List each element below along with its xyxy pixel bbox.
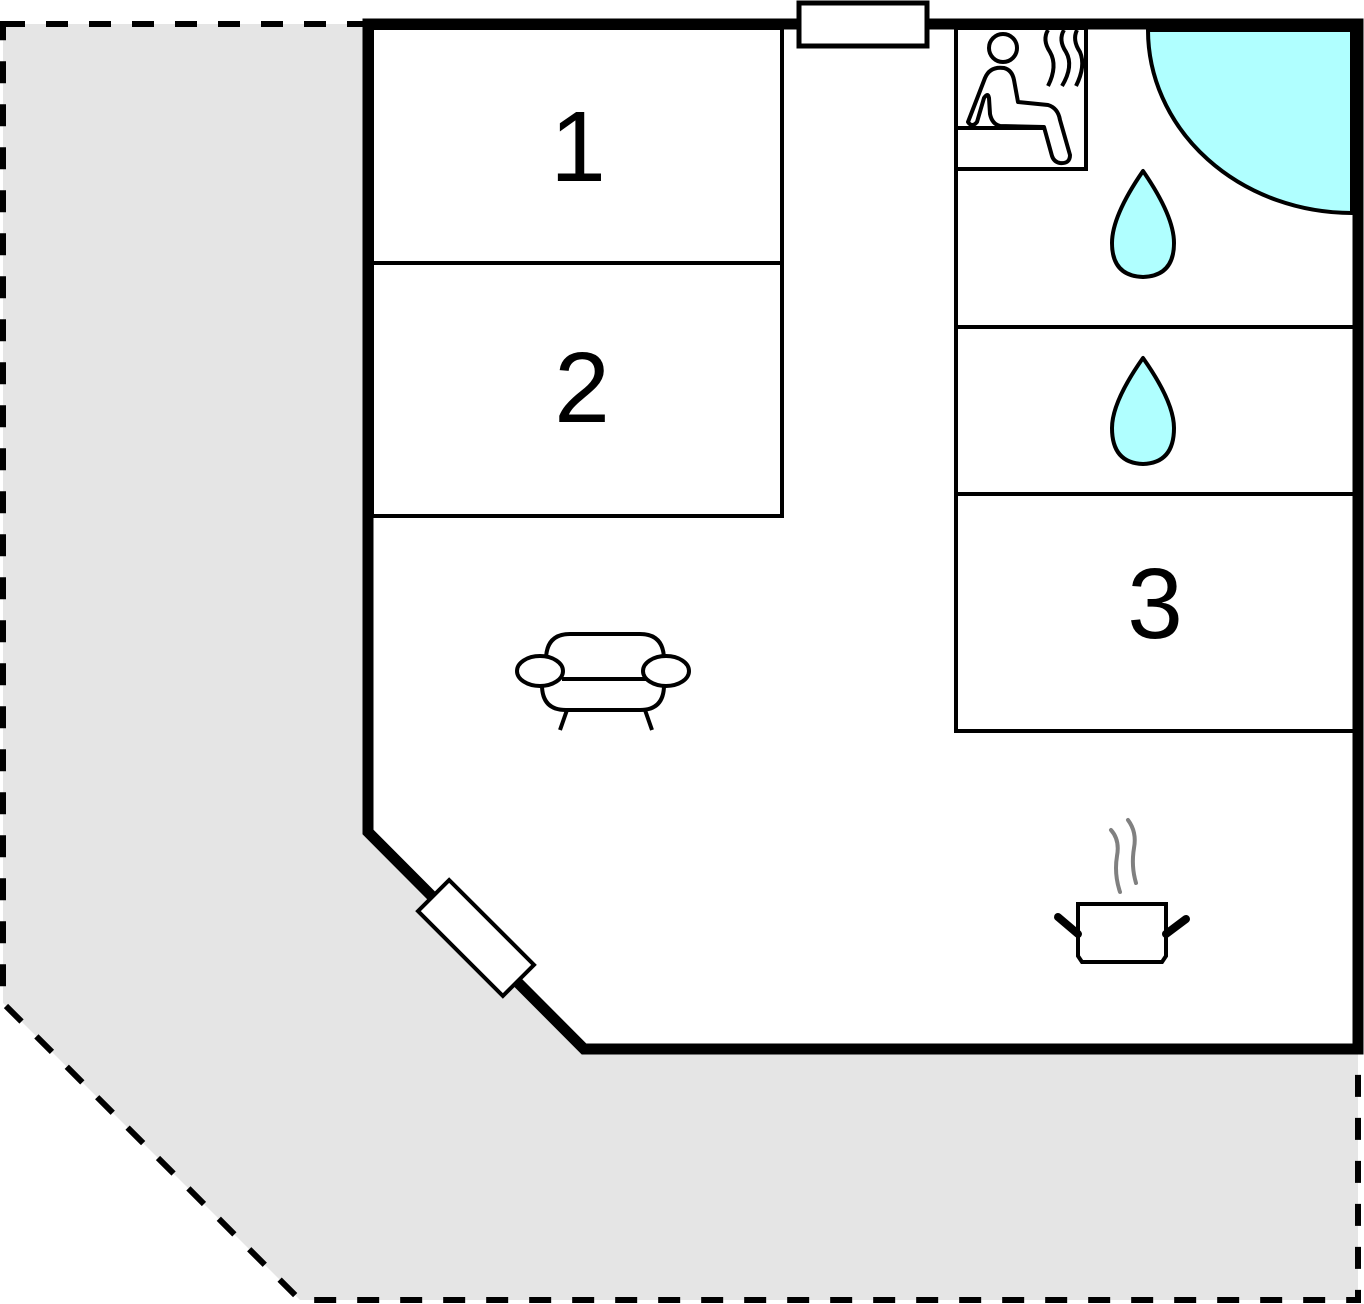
cooking-pot-icon (1054, 818, 1190, 964)
house-outline (362, 18, 1364, 1055)
diagonal-door (415, 877, 537, 999)
water-drop-icon (1110, 356, 1176, 466)
water-drop-icon (1110, 169, 1176, 279)
room-bedroom-1: 1 (370, 26, 784, 265)
sauna-icon (954, 26, 1088, 171)
room-bedroom-2: 2 (370, 261, 784, 518)
room-label-1: 1 (550, 91, 606, 203)
pool-quarter-circle (1145, 28, 1354, 216)
top-window (796, 0, 930, 49)
room-label-3: 3 (1127, 548, 1183, 660)
room-bedroom-3: 3 (1127, 548, 1183, 660)
sofa-icon (515, 632, 691, 731)
room-label-2: 2 (554, 332, 610, 444)
